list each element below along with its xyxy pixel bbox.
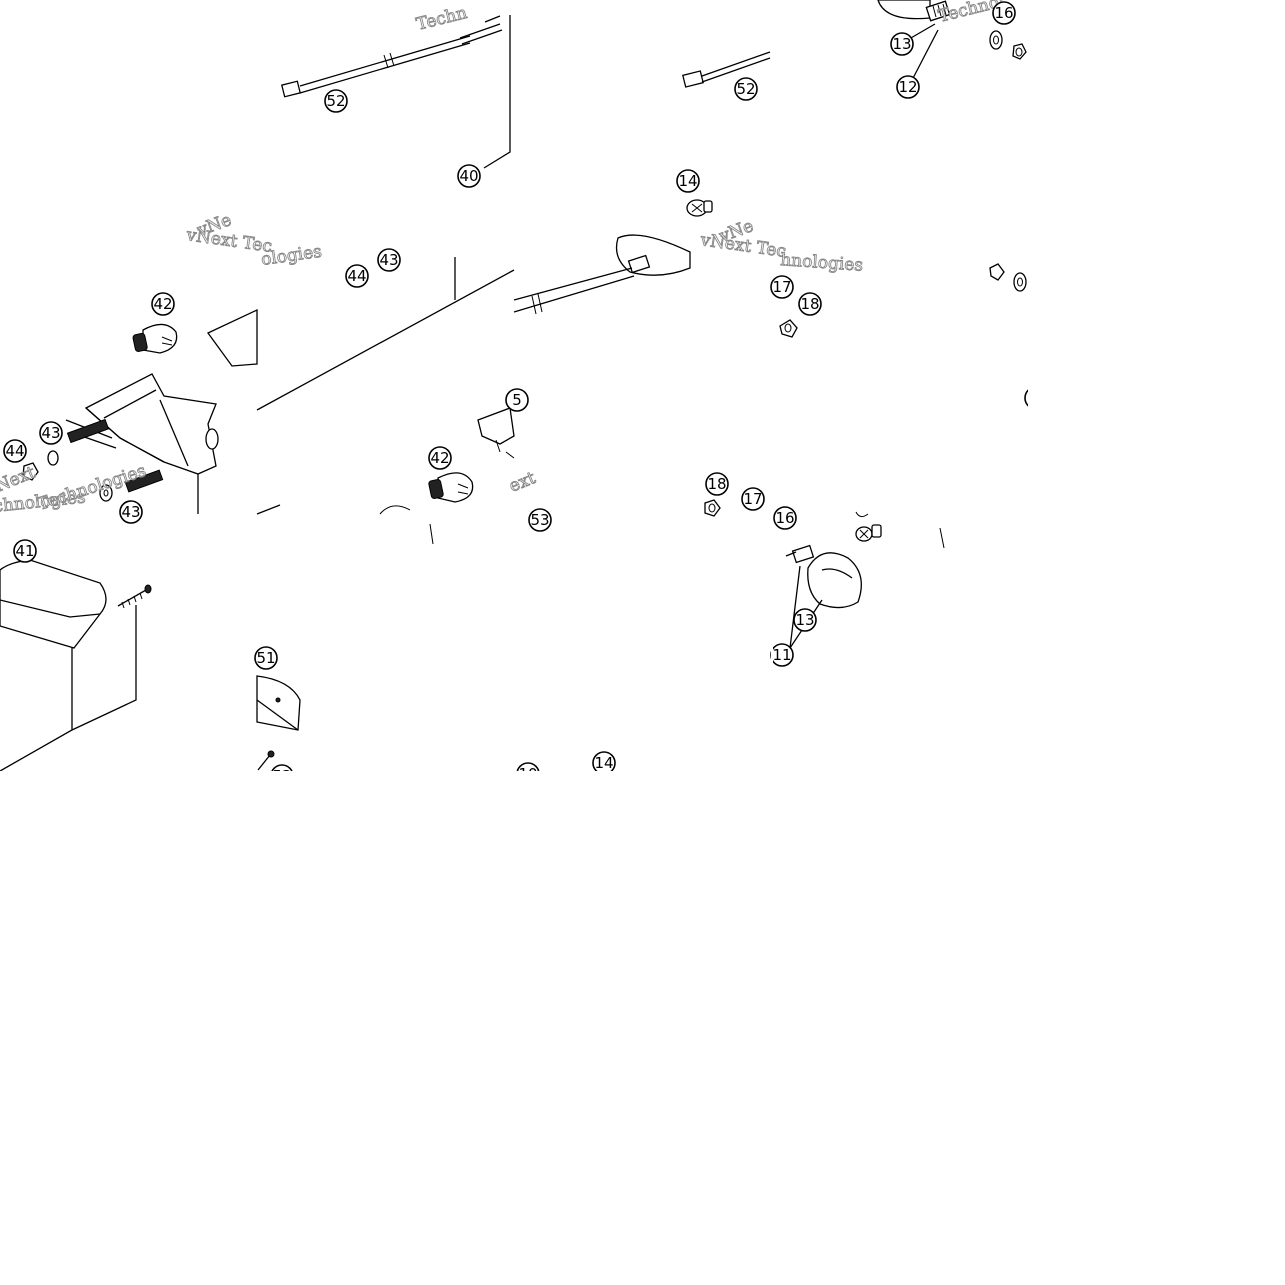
svg-text:12: 12: [898, 78, 917, 96]
svg-text:42: 42: [430, 449, 449, 467]
callout-5: 5: [505, 388, 529, 412]
callout-13: 13: [793, 608, 817, 632]
callout-42: 42: [428, 446, 452, 470]
indicator-lamp-lower: [785, 511, 882, 649]
svg-text:40: 40: [459, 167, 478, 185]
callout-43: 43: [377, 248, 401, 272]
svg-text:18: 18: [800, 295, 819, 313]
indicator-lamp-upper: [877, 0, 1027, 85]
callout-43: 43: [119, 500, 143, 524]
screw-41: [117, 584, 152, 609]
svg-text:53: 53: [530, 511, 549, 529]
mounting-bolts-43: [22, 418, 164, 502]
rear-fender-outline: [256, 257, 515, 515]
svg-text:5: 5: [512, 391, 522, 409]
callout-44: 44: [345, 264, 369, 288]
watermark-ext: ext: [506, 468, 538, 497]
watermark-next: Next: [0, 463, 38, 497]
svg-text:51: 51: [256, 649, 275, 667]
callout-17: 17: [770, 275, 794, 299]
indicator-lamp-center: [513, 234, 691, 315]
callout-52: 52: [734, 77, 758, 101]
svg-text:17: 17: [743, 490, 762, 508]
svg-text:41: 41: [15, 542, 34, 560]
bracket-5: [477, 407, 515, 459]
svg-text:44: 44: [5, 442, 24, 460]
svg-text:42: 42: [153, 295, 172, 313]
callout-16: 16: [773, 506, 797, 530]
svg-text:43: 43: [121, 503, 140, 521]
svg-text:13: 13: [892, 35, 911, 53]
svg-text:16: 16: [994, 4, 1013, 22]
callout-42: 42: [151, 292, 175, 316]
svg-text:18: 18: [707, 475, 726, 493]
callout-13: 13: [890, 32, 914, 56]
svg-text:43: 43: [379, 251, 398, 269]
callout-41: 41: [13, 539, 37, 563]
svg-text:14: 14: [594, 754, 613, 772]
svg-text:14: 14: [678, 172, 697, 190]
callout-44: 44: [3, 439, 27, 463]
callout-53: 53: [528, 508, 552, 532]
svg-text:52: 52: [736, 80, 755, 98]
bulb-42-center: [428, 472, 474, 503]
svg-text:43: 43: [41, 424, 60, 442]
bulb-14-upper: [686, 199, 713, 217]
callout-14: 14: [676, 169, 700, 193]
svg-text:13: 13: [795, 611, 814, 629]
callout-18: 18: [705, 472, 729, 496]
svg-text:16: 16: [775, 509, 794, 527]
nuts-washers-right: [779, 263, 1027, 338]
callout-51: 51: [254, 646, 278, 670]
callout-11: 11: [770, 643, 794, 667]
callout-17: 17: [741, 487, 765, 511]
svg-text:11: 11: [772, 646, 791, 664]
svg-text:17: 17: [772, 278, 791, 296]
callout-14: 14: [592, 751, 616, 775]
license-plate-housing-41: [0, 559, 137, 772]
svg-text:52: 52: [326, 92, 345, 110]
callout-43: 43: [39, 421, 63, 445]
callout-12: 12: [896, 75, 920, 99]
bulb-42-left: [132, 323, 178, 354]
watermark-hnologies: hnologies: [780, 250, 864, 276]
reflector-51: [256, 675, 301, 771]
callout-40: 40: [457, 164, 481, 188]
watermark-tech-top: Techn: [414, 3, 469, 35]
callout-16: 16: [992, 1, 1016, 25]
svg-text:44: 44: [347, 267, 366, 285]
wire-harness-52-upper: [280, 15, 511, 169]
nut-18-center: [704, 499, 721, 517]
wire-harness-52-right: [682, 51, 771, 88]
callout-18: 18: [798, 292, 822, 316]
callout-52: 52: [324, 89, 348, 113]
tail-lamp-housing: [84, 308, 258, 514]
